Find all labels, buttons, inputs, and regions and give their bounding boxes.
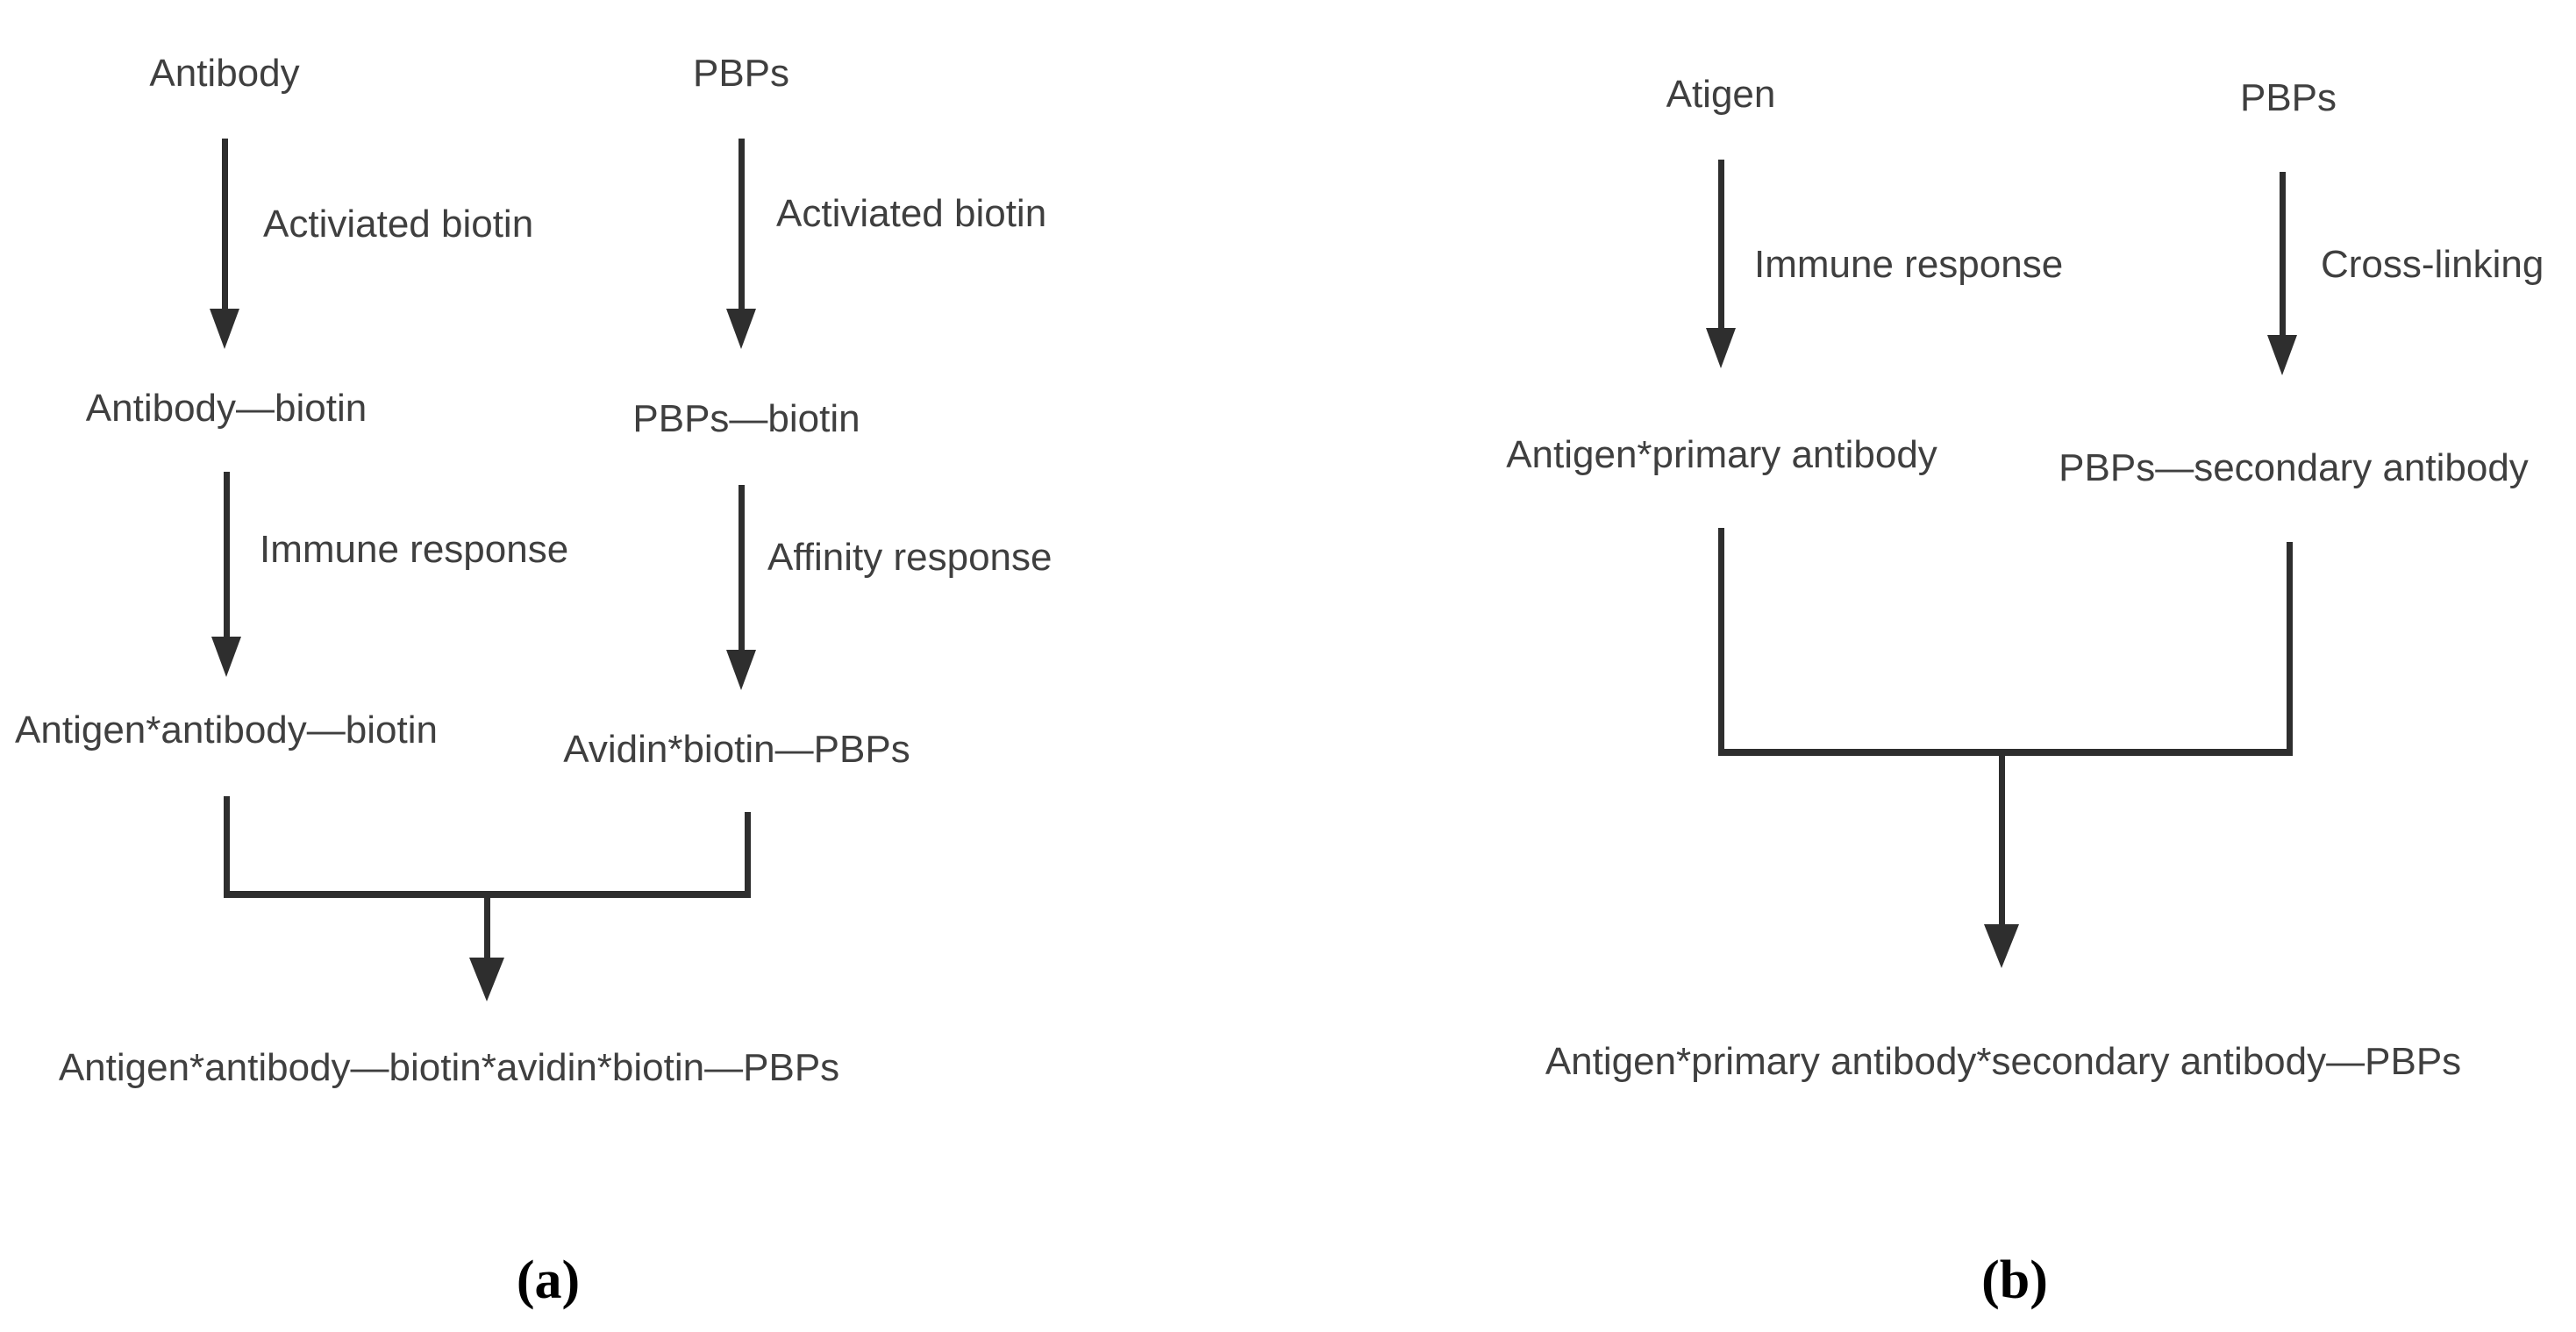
node-final-product-a: Antigen*antibody—biotin*avidin*biotin—PB… [58,1046,840,1089]
edge-label-immune-response-a: Immune response [260,528,569,571]
bracket-left-line [1718,528,1724,756]
arrow-shaft [739,139,745,312]
edge-label-activated-biotin-left: Activiated biotin [263,203,534,246]
node-antibody: Antibody [149,52,300,95]
arrow-down-icon [1706,328,1736,368]
arrow-down-icon [1984,924,2019,968]
bracket-right-line [745,812,751,898]
node-pbps-b: PBPs [2239,76,2337,119]
arrow-down-icon [469,958,504,1001]
node-antibody-biotin: Antibody—biotin [85,387,367,430]
bracket-horizontal-line [224,891,751,898]
node-avidin-biotin-pbps: Avidin*biotin—PBPs [563,728,910,771]
node-pbps-biotin: PBPs—biotin [632,397,860,440]
arrow-down-icon [2267,335,2297,375]
node-final-product-b: Antigen*primary antibody*secondary antib… [1545,1040,2462,1083]
arrow-shaft [1999,756,2005,928]
node-pbps-secondary-antibody: PBPs—secondary antibody [2059,446,2529,489]
arrow-shaft [484,898,490,961]
node-antigen-antibody-biotin: Antigen*antibody—biotin [15,709,438,751]
edge-label-immune-response-b: Immune response [1754,243,2064,286]
bracket-horizontal-line [1718,749,2293,756]
node-atigen: Atigen [1666,73,1776,116]
arrow-down-icon [726,650,756,690]
bracket-left-line [224,796,230,898]
arrow-shaft [2280,172,2286,338]
caption-panel-b: (b) [1981,1250,2048,1310]
node-antigen-primary-antibody: Antigen*primary antibody [1506,433,1937,476]
arrow-shaft [1718,160,1724,331]
arrow-shaft [739,485,745,653]
edge-label-affinity-response: Affinity response [767,536,1053,579]
caption-panel-a: (a) [516,1250,581,1310]
arrow-shaft [222,139,228,312]
edge-label-activated-biotin-right: Activiated biotin [776,192,1047,235]
arrow-shaft [224,472,230,640]
node-pbps-a: PBPs [692,52,790,95]
edge-label-cross-linking: Cross-linking [2321,243,2544,286]
arrow-down-icon [211,637,241,677]
arrow-down-icon [726,309,756,349]
arrow-down-icon [210,309,239,349]
bracket-right-line [2287,542,2293,756]
